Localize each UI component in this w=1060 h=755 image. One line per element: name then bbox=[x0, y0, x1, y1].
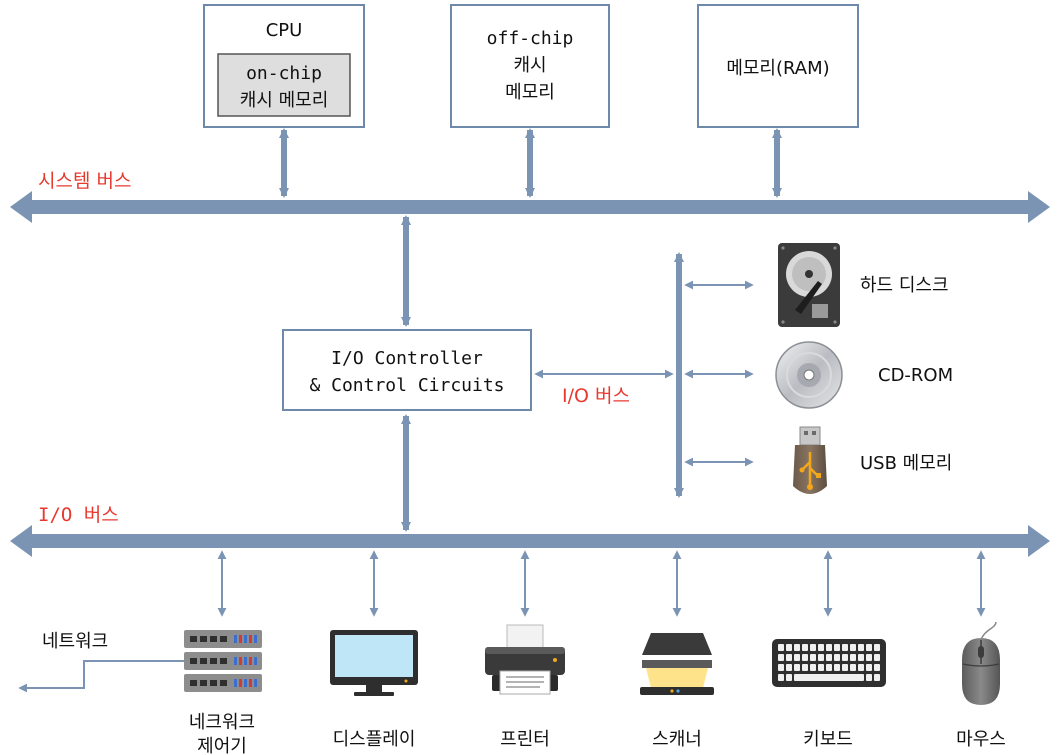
io-bus-bottom-label: I/O 버스 bbox=[38, 504, 119, 526]
keyboard-key bbox=[778, 664, 784, 671]
keyboard-key bbox=[802, 654, 808, 661]
keyboard-key bbox=[850, 654, 856, 661]
keyboard-key bbox=[778, 644, 784, 651]
keyboard-key bbox=[826, 664, 832, 671]
keyboard-key bbox=[834, 644, 840, 651]
printer-icon bbox=[485, 624, 565, 695]
keyboard-key bbox=[866, 674, 872, 681]
off-chip-line3: 메모리 bbox=[505, 82, 555, 103]
keyboard-key bbox=[794, 644, 800, 651]
keyboard-spacebar bbox=[794, 674, 864, 681]
monitor-icon bbox=[330, 630, 418, 696]
keyboard-key bbox=[786, 654, 792, 661]
display-label: 디스플레이 bbox=[333, 729, 416, 750]
keyboard-key bbox=[802, 664, 808, 671]
cd-rom-label: CD-ROM bbox=[878, 365, 953, 386]
keyboard-key bbox=[866, 654, 872, 661]
on-chip-cache-line2: 캐시 메모리 bbox=[240, 90, 329, 111]
keyboard-key bbox=[818, 664, 824, 671]
keyboard-key bbox=[778, 674, 784, 681]
on-chip-cache-line1: on-chip bbox=[246, 63, 322, 84]
keyboard-key bbox=[794, 664, 800, 671]
cpu-box: CPU on-chip 캐시 메모리 bbox=[203, 4, 365, 128]
network-controller-label-line2: 제어기 bbox=[197, 736, 247, 755]
keyboard-key bbox=[802, 644, 808, 651]
printer-label: 프린터 bbox=[500, 729, 550, 750]
keyboard-key bbox=[786, 674, 792, 681]
io-controller-box: I/O Controller & Control Circuits bbox=[282, 329, 532, 411]
ram-label: 메모리(RAM) bbox=[726, 58, 829, 79]
keyboard-key bbox=[874, 664, 880, 671]
keyboard-key bbox=[842, 644, 848, 651]
io-bus-middle-label: I/O 버스 bbox=[562, 385, 630, 407]
mouse-icon bbox=[962, 621, 1000, 705]
network-label: 네트워크 bbox=[42, 631, 108, 652]
on-chip-cache-box bbox=[217, 53, 351, 117]
io-bus bbox=[10, 525, 1050, 557]
keyboard-icon bbox=[772, 639, 886, 687]
off-chip-line2: 캐시 bbox=[513, 55, 546, 76]
keyboard-key bbox=[834, 664, 840, 671]
system-bus-label: 시스템 버스 bbox=[38, 170, 131, 192]
cpu-title: CPU bbox=[266, 20, 303, 41]
io-controller-line2: & Control Circuits bbox=[309, 375, 504, 396]
keyboard-key bbox=[858, 664, 864, 671]
off-chip-line1: off-chip bbox=[487, 28, 574, 49]
network-switch-icon bbox=[184, 630, 262, 692]
keyboard-key bbox=[858, 654, 864, 661]
keyboard-key bbox=[818, 644, 824, 651]
ram-box: 메모리(RAM) bbox=[697, 4, 859, 128]
off-chip-cache-box: off-chip 캐시 메모리 bbox=[450, 4, 610, 128]
usb-memory-label: USB 메모리 bbox=[860, 453, 952, 474]
cd-rom-icon bbox=[775, 341, 843, 409]
keyboard-key bbox=[810, 654, 816, 661]
network-link bbox=[18, 660, 184, 693]
network-controller-label-line1: 네크워크 bbox=[189, 712, 255, 733]
keyboard-key bbox=[794, 654, 800, 661]
keyboard-key bbox=[842, 664, 848, 671]
keyboard-key bbox=[826, 644, 832, 651]
keyboard-key bbox=[874, 644, 880, 651]
keyboard-key bbox=[874, 674, 880, 681]
mouse-label: 마우스 bbox=[956, 729, 1006, 750]
keyboard-key bbox=[810, 644, 816, 651]
keyboard-key bbox=[874, 654, 880, 661]
keyboard-key bbox=[866, 644, 872, 651]
hard-disk-label: 하드 디스크 bbox=[860, 275, 949, 296]
keyboard-key bbox=[826, 654, 832, 661]
system-bus bbox=[10, 191, 1050, 223]
keyboard-key bbox=[834, 654, 840, 661]
keyboard-key bbox=[842, 654, 848, 661]
keyboard-key bbox=[858, 644, 864, 651]
keyboard-key bbox=[810, 664, 816, 671]
usb-memory-icon bbox=[793, 426, 827, 494]
scanner-icon bbox=[640, 633, 714, 695]
keyboard-key bbox=[866, 664, 872, 671]
keyboard-key bbox=[818, 654, 824, 661]
scanner-label: 스캐너 bbox=[652, 729, 702, 750]
keyboard-key bbox=[786, 664, 792, 671]
keyboard-key bbox=[786, 644, 792, 651]
hard-disk-icon bbox=[778, 243, 840, 327]
keyboard-key bbox=[778, 654, 784, 661]
keyboard-key bbox=[850, 644, 856, 651]
keyboard-label: 키보드 bbox=[803, 729, 853, 750]
io-controller-line1: I/O Controller bbox=[331, 348, 483, 369]
keyboard-key bbox=[850, 664, 856, 671]
